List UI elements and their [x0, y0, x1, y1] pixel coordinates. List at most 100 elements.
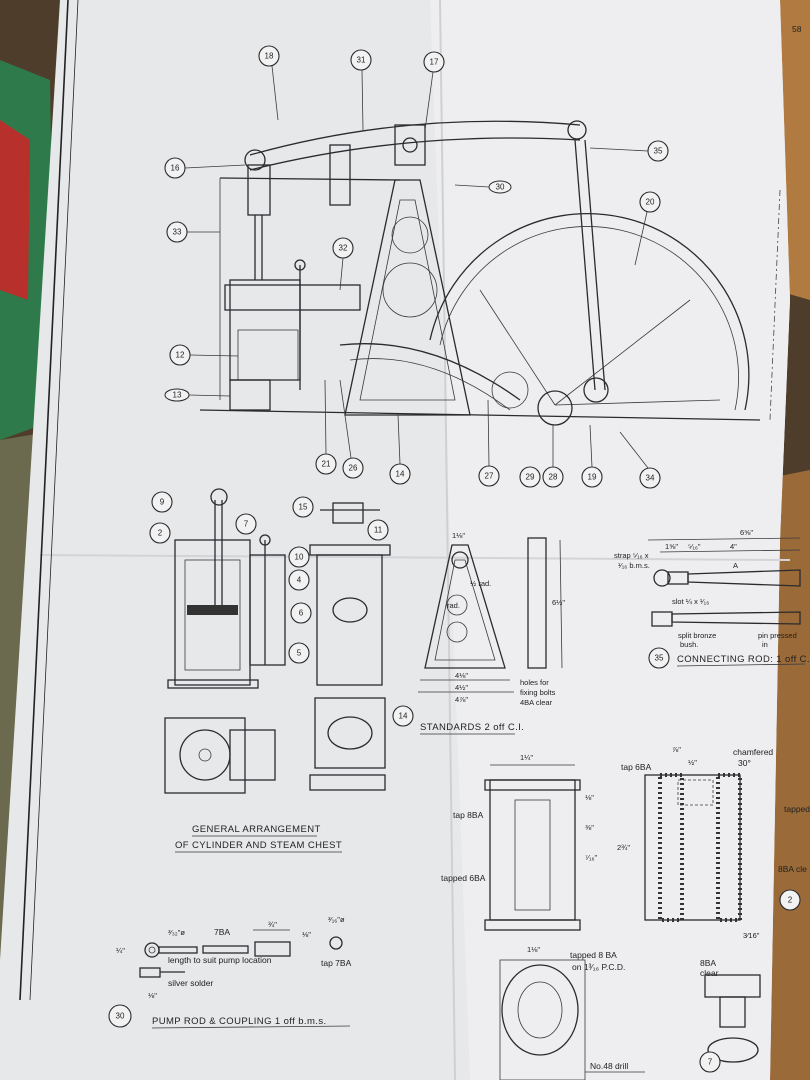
dim-standards-w3: 4⅞" [455, 695, 468, 704]
svg-text:7: 7 [244, 520, 249, 529]
svg-text:9: 9 [160, 498, 165, 507]
part-balloon-18: 18 [258, 45, 280, 67]
svg-text:14: 14 [399, 712, 408, 721]
note-silver-solder: silver solder [168, 978, 214, 988]
paper-fold [439, 0, 456, 1080]
part-balloon-13: 13 [164, 388, 190, 402]
svg-text:2: 2 [158, 529, 163, 538]
caption-connecting-rod: CONNECTING ROD: 1 off C.I. [677, 654, 810, 665]
note-bush-1: split bronze [678, 631, 716, 640]
part-balloon-28: 28 [542, 466, 564, 488]
part-balloon-26: 26 [342, 457, 364, 479]
dim-chest-top: 1¼" [520, 753, 533, 762]
note-slot: slot ¼ x ¹⁄₁₆ [672, 597, 709, 606]
note-no48-drill: No.48 drill [590, 1061, 628, 1071]
caption-standards: STANDARDS 2 off C.I. [420, 722, 524, 733]
note-tapped-8ba-2: on 1³⁄₁₆ P.C.D. [572, 962, 625, 972]
pump-rod-drawing [139, 929, 343, 978]
part-balloon-32: 32 [332, 237, 354, 259]
part-balloon-7-block: 7 [699, 1051, 721, 1073]
part-balloon-31: 31 [350, 49, 372, 71]
svg-text:28: 28 [549, 473, 558, 482]
part-balloon-35: 35 [647, 140, 669, 162]
svg-text:27: 27 [485, 472, 494, 481]
part-balloon-27: 27 [478, 465, 500, 487]
part-balloon-16: 16 [164, 157, 186, 179]
svg-text:11: 11 [374, 526, 383, 535]
part-balloon-14: 14 [389, 463, 411, 485]
svg-text:31: 31 [357, 56, 366, 65]
svg-text:6: 6 [299, 609, 304, 618]
dim-block-a: ½" [688, 758, 697, 767]
svg-text:35: 35 [655, 654, 664, 663]
svg-text:30: 30 [116, 1012, 125, 1021]
page-number: 58 [792, 24, 802, 34]
cylinder-section-drawing [164, 488, 286, 794]
dim-conrod-b: ⁵⁄₁₆" [688, 542, 701, 551]
svg-text:5: 5 [297, 649, 302, 658]
dim-pump-e: ¼" [116, 946, 125, 955]
part-balloon-30-pump: 30 [108, 1004, 132, 1028]
caption-general-arrangement-2: OF CYLINDER AND STEAM CHEST [175, 840, 342, 851]
part-balloon-19: 19 [581, 466, 603, 488]
note-holes-2: fixing bolts [520, 688, 556, 697]
note-length: length to suit pump location [168, 955, 272, 965]
svg-text:33: 33 [173, 228, 182, 237]
svg-text:35: 35 [654, 147, 663, 156]
part-balloon-2-right: 2 [779, 889, 801, 911]
beam-engine-elevation [199, 120, 781, 426]
dim-chest-c: ⁷⁄₁₆" [585, 853, 598, 862]
valve-chest-detail-drawing [484, 764, 761, 1080]
part-balloon-35-conrod: 35 [648, 647, 670, 669]
part-balloon-34: 34 [639, 467, 661, 489]
part-balloon-4: 4 [288, 569, 310, 591]
part-balloon-6: 6 [290, 602, 312, 624]
paper-fold-horizontal [39, 554, 791, 561]
svg-text:2: 2 [788, 896, 793, 905]
caption-pump-rod: PUMP ROD & COUPLING 1 off b.m.s. [152, 1016, 327, 1027]
dim-conrod-a: 1⅝" [665, 542, 678, 551]
part-balloon-11: 11 [367, 519, 389, 541]
dim-chest-a: ⅛" [585, 793, 594, 802]
svg-text:13: 13 [173, 391, 182, 400]
svg-text:30: 30 [496, 183, 505, 192]
svg-text:32: 32 [339, 244, 348, 253]
note-holes-1: holes for [520, 678, 549, 687]
part-balloon-17: 17 [423, 51, 445, 73]
note-strap-2: ¹⁄₁₆ b.m.s. [618, 561, 650, 570]
dim-pump-d: ³⁄₁₆"ø [328, 915, 345, 924]
part-balloon-30: 30 [488, 180, 512, 194]
note-pin-1: pin pressed [758, 631, 797, 640]
note-tap-7ba: tap 7BA [321, 958, 352, 968]
note-pin-2: in [762, 640, 768, 649]
dim-block-b: 3⁄16" [743, 931, 760, 940]
note-tapped-6ba: tapped 6BA [441, 873, 486, 883]
dim-standards-top: 1⅛" [452, 531, 465, 540]
note-clear: clear [700, 968, 719, 978]
dim-pump-a: ³⁄₃₂"ø [168, 928, 185, 937]
svg-text:12: 12 [176, 351, 185, 360]
sheet-border-inner [29, 0, 79, 1001]
caption-general-arrangement-1: GENERAL ARRANGEMENT [192, 824, 321, 835]
dim-conrod-total: 6⅝" [740, 528, 753, 537]
sheet-border-outer [19, 0, 69, 1001]
svg-text:14: 14 [396, 470, 405, 479]
svg-text:29: 29 [526, 473, 535, 482]
connecting-rod-drawing [647, 537, 801, 627]
svg-text:15: 15 [299, 503, 308, 512]
note-tapped-8ba-1: tapped 8 BA [570, 950, 617, 960]
svg-text:20: 20 [646, 198, 655, 207]
dim-standards-height: 6½" [552, 598, 565, 607]
svg-text:18: 18 [265, 52, 274, 61]
dim-pump-f: ⅛" [148, 991, 157, 1000]
note-chamfered: chamfered [733, 747, 773, 757]
note-7ba: 7BA [214, 927, 230, 937]
part-balloon-20: 20 [639, 191, 661, 213]
note-tap-6ba: tap 6BA [621, 762, 652, 772]
part-balloon-12: 12 [169, 344, 191, 366]
standards-drawing [418, 537, 563, 693]
svg-text:21: 21 [322, 460, 331, 469]
section-mark-a: A [733, 561, 738, 570]
part-balloon-9: 9 [151, 491, 173, 513]
